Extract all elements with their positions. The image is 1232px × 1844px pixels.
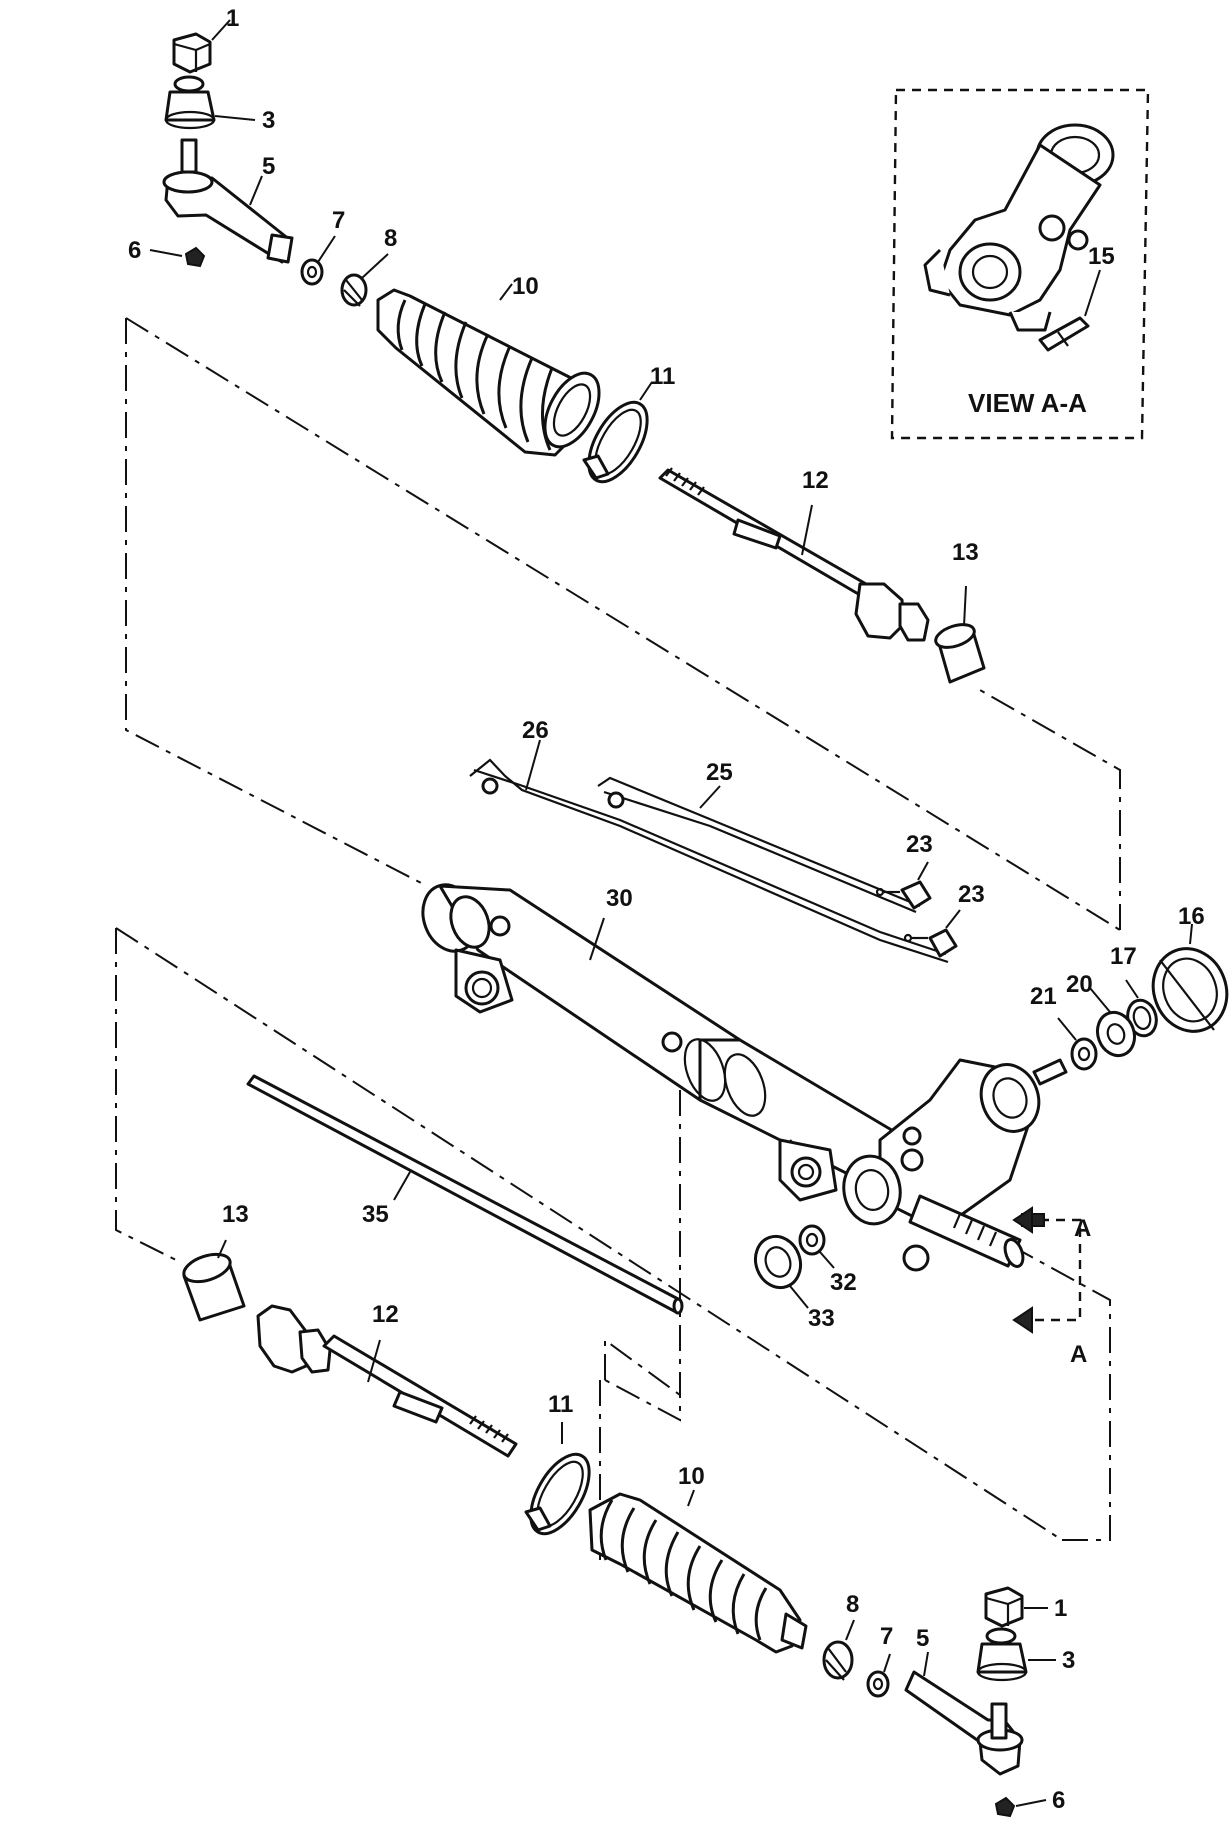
ring-16: [1151, 947, 1229, 1033]
valve-housing-sketch: [923, 123, 1115, 332]
view-a-a-inset: 15 VIEW A-A: [890, 88, 1150, 440]
top-clamp: [340, 273, 368, 307]
callout-12-top: 12: [802, 467, 829, 494]
view-a-a-label: VIEW A-A: [968, 388, 1087, 418]
top-tie-rod-end: [162, 138, 294, 264]
callout-1-bottom: 1: [1054, 1595, 1067, 1622]
view-marker-top: A: [1074, 1215, 1091, 1242]
callout-32: 32: [830, 1269, 857, 1296]
callout-11-bottom: 11: [548, 1391, 573, 1418]
callout-25: 25: [706, 759, 733, 786]
top-boot-ribs: [396, 299, 554, 451]
rack-housing: [421, 883, 1068, 1272]
top-bushing: [934, 623, 986, 684]
view-a-arrows: [1012, 1206, 1082, 1334]
top-nut: [172, 32, 212, 74]
callout-26: 26: [522, 717, 549, 744]
bottom-boot-clamp: [524, 1452, 591, 1536]
callout-17: 17: [1110, 943, 1137, 970]
bottom-clamp: [822, 1640, 854, 1681]
rack-bar: [246, 1074, 684, 1315]
callout-6-bottom: 6: [1052, 1787, 1065, 1814]
callout-35: 35: [362, 1201, 389, 1228]
callout-21: 21: [1030, 983, 1057, 1010]
callout-8-top: 8: [384, 225, 397, 252]
callout-3-bottom: 3: [1062, 1647, 1075, 1674]
callout-10-bottom: 10: [678, 1463, 705, 1490]
callout-7-top: 7: [332, 207, 345, 234]
view-part-15: [1038, 269, 1101, 352]
callout-13-top: 13: [952, 539, 979, 566]
assembly-guide-lines: [115, 317, 1121, 1560]
callout-23-lower: 23: [958, 881, 985, 908]
top-seal: [164, 75, 216, 130]
line-fitting-upper: [875, 880, 932, 910]
callout-12-bottom: 12: [372, 1301, 399, 1328]
seal-32: [798, 1224, 826, 1256]
cap-33: [753, 1234, 803, 1290]
callout-6-top: 6: [128, 237, 141, 264]
top-jam-nut: [300, 258, 324, 286]
callout-33: 33: [808, 1305, 835, 1332]
callout-15: 15: [1088, 243, 1115, 270]
arrow-icon: [1012, 1306, 1033, 1334]
arrow-icon: [1012, 1206, 1033, 1234]
callout-5-bottom: 5: [916, 1625, 929, 1652]
line-fitting-lower: [903, 928, 958, 958]
nut-21: [1070, 1037, 1098, 1071]
callout-13-bottom: 13: [222, 1201, 249, 1228]
top-boot: [376, 288, 601, 457]
bottom-bushing: [182, 1252, 246, 1322]
bottom-inner-tie-rod: [256, 1304, 518, 1458]
callout-1-top: 1: [226, 5, 239, 32]
bottom-seal: [976, 1627, 1028, 1682]
callout-3-top: 3: [262, 107, 275, 134]
bottom-boot: [588, 1492, 808, 1654]
callout-16: 16: [1178, 903, 1205, 930]
bottom-tie-rod-end: [904, 1670, 1024, 1776]
top-fitting: [184, 246, 206, 268]
callout-8-bottom: 8: [846, 1591, 859, 1618]
line-25: [597, 776, 921, 914]
view-marker-bottom: A: [1070, 1341, 1087, 1368]
bottom-tie-rod-end-assembly: 8 7 5 3 1: [822, 1586, 1075, 1818]
bottom-nut: [984, 1586, 1024, 1628]
callout-20: 20: [1066, 971, 1093, 998]
bottom-boot-ribs: [599, 1499, 768, 1641]
bottom-jam-nut: [866, 1670, 890, 1698]
callout-7-bottom: 7: [880, 1623, 893, 1650]
top-inner-tie-rod: [658, 467, 930, 642]
callout-10-top: 10: [512, 273, 539, 300]
callout-23-upper: 23: [906, 831, 933, 858]
callout-11-top: 11: [650, 363, 675, 390]
washer-20: [1095, 1010, 1137, 1058]
callout-5-top: 5: [262, 153, 275, 180]
callout-30: 30: [606, 885, 633, 912]
line-26: [469, 758, 949, 964]
bottom-fitting: [994, 1796, 1016, 1818]
top-boot-clamp: [582, 400, 649, 484]
top-tie-rod-end-assembly: 1 3 5 6 7: [128, 5, 397, 307]
